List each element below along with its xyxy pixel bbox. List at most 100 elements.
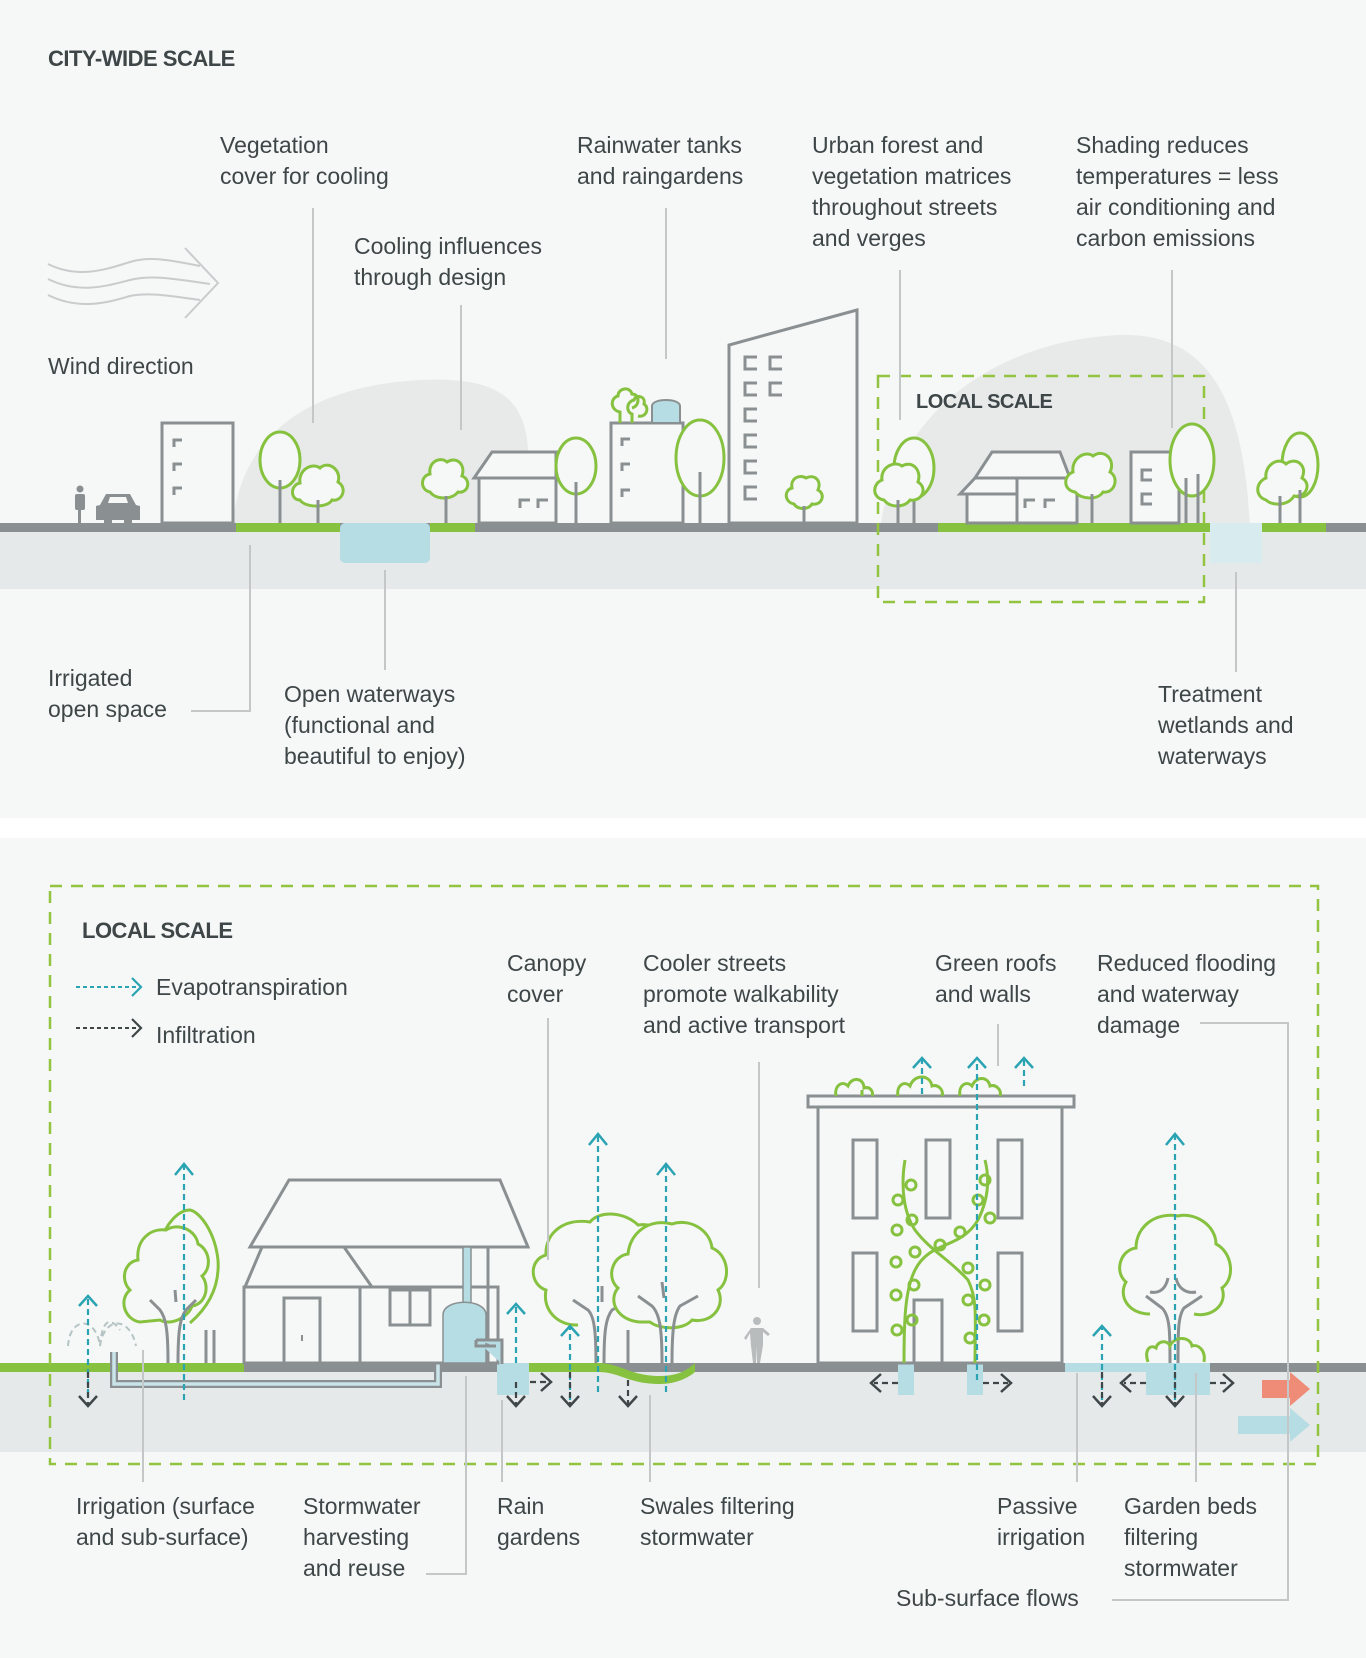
green-wall-root (898, 1363, 914, 1395)
evap-arrow (174, 1162, 194, 1400)
tall-building (727, 308, 859, 525)
irrigated-open-space-strip (236, 523, 340, 532)
label-reduced-flooding: Reduced flooding and waterway damage (1097, 950, 1276, 1038)
infil-arrow (530, 1372, 553, 1392)
tree-icon (122, 1208, 220, 1364)
label-line: Irrigation (surface (76, 1493, 255, 1519)
tree-icon (1064, 451, 1117, 523)
rain-garden-soil (497, 1363, 529, 1395)
label-rain-gardens: Rain gardens (497, 1493, 580, 1550)
label-vegetation-cover: Vegetation cover for cooling (220, 132, 389, 189)
label-line: and waterway (1097, 981, 1239, 1007)
evap-arrow (912, 1056, 932, 1094)
legend-evapotranspiration: Evapotranspiration (76, 974, 348, 1000)
tree-icon (873, 436, 936, 523)
pedestrian-icon (744, 1317, 770, 1363)
building-with-rainwater-tank (609, 387, 685, 525)
apartment-building (160, 421, 235, 525)
evap-arrow (78, 1294, 98, 1395)
label-line: Swales filtering (640, 1493, 795, 1519)
green-wall-root (967, 1363, 983, 1395)
house-with-rainwater-tank (242, 1178, 531, 1365)
leader-line (426, 1376, 467, 1575)
label-line: stormwater (1124, 1555, 1238, 1581)
evap-arrow (588, 1132, 608, 1392)
label-line: Garden beds (1124, 1493, 1257, 1519)
legend-label: Infiltration (156, 1022, 256, 1048)
infil-arrow (618, 1380, 638, 1408)
infiltration-arrows (78, 1372, 1235, 1408)
leader-line (1112, 1022, 1289, 1601)
label-line: Stormwater (303, 1493, 421, 1519)
local-scale-diagram: LOCAL SCALE Evapotranspiration Infiltrat… (0, 884, 1366, 1611)
building-with-green-roof-and-walls (806, 1075, 1076, 1365)
label-line: gardens (497, 1524, 580, 1550)
label-line: cover for cooling (220, 163, 389, 189)
label-line: and reuse (303, 1555, 405, 1581)
label-line: Cooling influences (354, 233, 542, 259)
treatment-wetland (1210, 523, 1262, 563)
label-line: cover (507, 981, 564, 1007)
label-line: damage (1097, 1012, 1180, 1038)
label-line: vegetation matrices (812, 163, 1011, 189)
infil-arrow (1165, 1372, 1185, 1408)
label-line: Canopy (507, 950, 587, 976)
tree-icon (554, 436, 598, 523)
infil-arrow (1092, 1372, 1112, 1408)
label-line: beautiful to enjoy) (284, 743, 466, 769)
label-line: Vegetation (220, 132, 329, 158)
label-line: through design (354, 264, 506, 290)
legend-infiltration: Infiltration (76, 1018, 256, 1048)
label-line: and active transport (643, 1012, 846, 1038)
label-canopy-cover: Canopy cover (507, 950, 587, 1007)
house-icon (471, 450, 558, 525)
evap-arrow (1014, 1056, 1034, 1086)
label-line: Open waterways (284, 681, 455, 707)
irrigation-pipe-inner (112, 1352, 440, 1386)
label-line: and raingardens (577, 163, 743, 189)
label-green-roofs: Green roofs and walls (935, 950, 1056, 1007)
label-line: Sub-surface flows (896, 1585, 1079, 1611)
label-line: Green roofs (935, 950, 1056, 976)
infil-arrow (78, 1372, 98, 1408)
label-line: temperatures = less (1076, 163, 1279, 189)
label-line: Shading reduces (1076, 132, 1249, 158)
section-divider (0, 818, 1366, 838)
evap-arrow (506, 1302, 526, 1363)
tree-icon (531, 1212, 728, 1364)
label-line: air conditioning and (1076, 194, 1275, 220)
sub-surface-flow-arrow (1238, 1408, 1310, 1442)
evapotranspiration-arrows (78, 1056, 1185, 1400)
garden-bed-soil (1146, 1363, 1210, 1395)
grass-strip (938, 523, 1210, 532)
passive-irrigation-strip (1065, 1363, 1209, 1372)
wind-direction-label: Wind direction (48, 353, 194, 379)
evap-arrow (656, 1162, 676, 1392)
label-urban-forest: Urban forest and vegetation matrices thr… (812, 132, 1011, 251)
label-irrigation: Irrigation (surface and sub-surface) (76, 1493, 255, 1550)
soil-band (0, 531, 1366, 589)
sprinkler-spray (67, 1321, 137, 1347)
label-open-waterways: Open waterways (functional and beautiful… (284, 681, 466, 769)
infil-arrow (869, 1373, 898, 1393)
dashed-arrow-dark-icon (76, 1018, 143, 1038)
grass-strip (430, 523, 475, 532)
leader-line (191, 545, 251, 712)
label-line: Reduced flooding (1097, 950, 1276, 976)
wind-arrow-icon (47, 247, 220, 319)
label-garden-beds: Garden beds filtering stormwater (1124, 1493, 1257, 1581)
pedestrian-icon (75, 485, 85, 523)
label-line: Irrigated (48, 665, 132, 691)
label-treatment-wetlands: Treatment wetlands and waterways (1157, 681, 1294, 769)
tree-icon (1256, 431, 1320, 523)
label-line: harvesting (303, 1524, 409, 1550)
open-waterway (340, 523, 430, 563)
car-icon (96, 494, 140, 524)
label-rainwater-tanks: Rainwater tanks and raingardens (577, 132, 743, 189)
local-scale-box (48, 884, 1320, 1466)
label-line: wetlands and (1157, 712, 1294, 738)
city-wide-heading: CITY-WIDE SCALE (48, 46, 235, 71)
grass-strip (1262, 523, 1326, 532)
label-line: Passive (997, 1493, 1078, 1519)
label-line: Cooler streets (643, 950, 786, 976)
